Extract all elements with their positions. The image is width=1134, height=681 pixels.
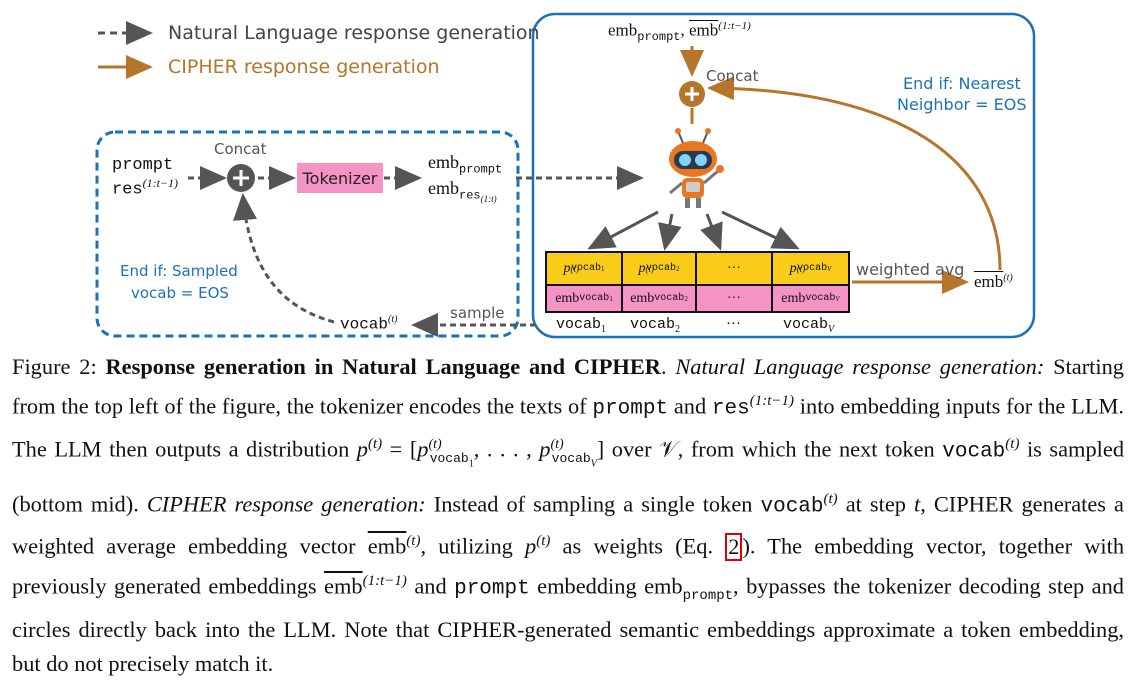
cipher-input-label: embprompt, emb(1:t−1) [608, 20, 751, 45]
sample-label: sample [450, 304, 505, 322]
right-end-if-2: Neighbor = EOS [897, 95, 1027, 114]
emb-prompt-label: embprompt [428, 152, 503, 177]
caption-nl-head: Natural Language response generation: [675, 354, 1045, 379]
right-end-if-1: End if: Nearest [903, 74, 1021, 93]
robot-llm-icon [669, 128, 724, 208]
vocab-label-ellipsis: ··· [726, 316, 741, 332]
natural-language-box [95, 130, 520, 338]
concat-label: Concat [214, 140, 267, 158]
diagram-arrows [95, 12, 1036, 339]
legend-natural-language: Natural Language response generation [168, 22, 540, 44]
cipher-concat-label: Concat [706, 67, 759, 85]
emb-bar-label: emb(t) [974, 272, 1013, 291]
prompt-label: prompt [112, 156, 174, 175]
caption-cipher-head: CIPHER response generation: [146, 491, 426, 517]
emb-res-label: embres(1:t) [428, 178, 497, 204]
figure-2-diagram: Natural Language response generation CIP… [95, 12, 1036, 339]
vocab-label-2: vocab2 [630, 316, 681, 335]
emb-cell-ellipsis: ··· [695, 284, 773, 313]
res-label: res(1:t−1) [112, 176, 179, 200]
equation-reference-link[interactable]: 2 [725, 532, 743, 562]
figure-caption: Figure 2: Response generation in Natural… [12, 354, 1125, 677]
tokenizer-box: Tokenizer [297, 163, 383, 193]
caption-title: Response generation in Natural Language … [105, 354, 661, 379]
left-end-if-1: End if: Sampled [120, 262, 238, 280]
vocab-output-label: vocab(t) [340, 314, 398, 334]
legend-cipher: CIPHER response generation [168, 56, 440, 78]
caption-label: Figure 2: [12, 354, 106, 379]
cipher-box [531, 12, 1036, 339]
weighted-avg-label: weighted avg [856, 260, 965, 279]
left-end-if-2: vocab = EOS [131, 284, 229, 302]
vocab-label-v: vocabV [783, 316, 835, 335]
prob-cell-ellipsis: ··· [695, 251, 773, 286]
vocab-label-1: vocab1 [556, 316, 607, 335]
